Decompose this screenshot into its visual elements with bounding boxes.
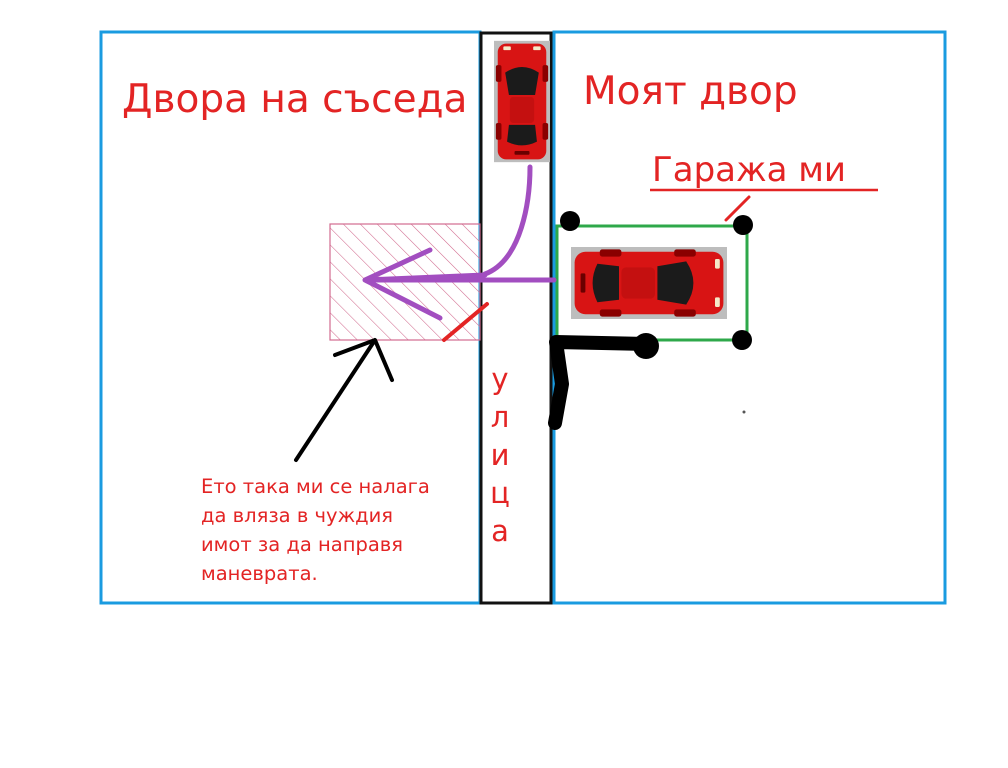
manoeuvre-zone-marker: [442, 302, 489, 342]
garage-label: Гаража ми: [652, 150, 847, 190]
u-turn-arrow-icon: [362, 164, 557, 321]
car-top-view-icon: [494, 40, 550, 163]
street-label: у л и ц а: [482, 360, 518, 550]
stray-dot: [742, 410, 746, 414]
garage-label-marker: [724, 195, 751, 222]
garage-wall-end-dot: [633, 333, 659, 359]
garage-corner-dot: [732, 330, 752, 350]
street-area: [479, 31, 553, 605]
note-line: маневрата.: [201, 562, 318, 585]
pointer-arrow-icon: [294, 338, 394, 462]
note-line: да вляза в чуждия: [201, 504, 394, 527]
my-yard-area: [552, 30, 947, 605]
street-letter: а: [491, 514, 509, 548]
street-letter: и: [490, 438, 510, 472]
garage-corner-dot: [733, 215, 753, 235]
street-letter: л: [490, 400, 510, 434]
garage-wall-stroke: [548, 335, 654, 430]
street-letter: у: [491, 362, 509, 396]
car-top-view-icon: [571, 247, 727, 319]
neighbor-yard-label: Двора на съседа: [122, 77, 468, 122]
note-line: Ето така ми се налага: [201, 475, 430, 498]
my-yard-label: Моят двор: [583, 69, 798, 114]
note-line: имот за да направя: [201, 533, 404, 556]
street-letter: ц: [490, 476, 510, 510]
note-text: Ето така ми се налага да вляза в чуждия …: [201, 472, 476, 588]
garage-corner-dot: [560, 211, 580, 231]
